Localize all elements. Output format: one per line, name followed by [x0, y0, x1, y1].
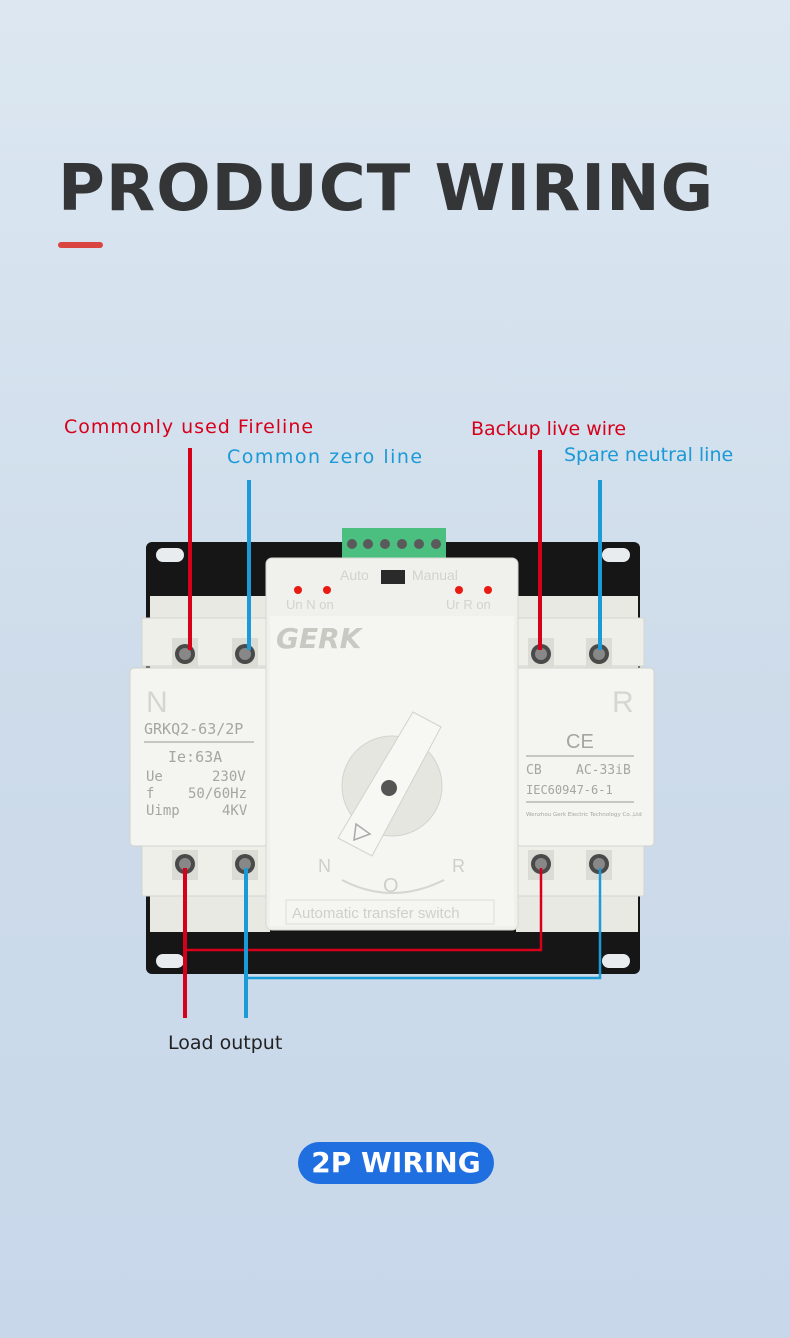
spec-uimp-label: Uimp: [146, 803, 180, 819]
terminal-screw-icon: [232, 638, 258, 668]
led-r-on-icon: [484, 586, 492, 594]
spec-f-value: 50/60Hz: [188, 786, 247, 802]
model-label: GRKQ2-63/2P: [144, 720, 243, 738]
indicator-left-label: Un N on: [286, 597, 334, 612]
title-underline: [58, 242, 103, 248]
label-load-output: Load output: [168, 1032, 283, 1054]
led-un-icon: [294, 586, 302, 594]
cb-label: CB: [526, 763, 542, 778]
spec-uimp-value: 4KV: [222, 803, 248, 819]
spec-ue-value: 230V: [212, 769, 246, 785]
label-spare-neutral: Spare neutral line: [564, 444, 734, 466]
brand-logo: GERK: [276, 622, 364, 655]
load-neutral-bridge: [245, 868, 602, 980]
spec-ue-label: Ue: [146, 769, 163, 785]
wires: [183, 448, 602, 1018]
terminal-screws: [172, 638, 612, 880]
dial-o-label: O: [383, 875, 399, 897]
label-common-zero: Common zero line: [227, 446, 424, 468]
rotary-handle[interactable]: [337, 711, 443, 857]
load-live-bridge: [186, 868, 543, 952]
ce-mark: CE: [566, 731, 594, 753]
current-label: Ie:63A: [168, 748, 222, 766]
page-title: PRODUCT WIRING: [58, 152, 715, 226]
footer-plate: [285, 899, 495, 925]
indicator-right-label: Ur R on: [446, 597, 491, 612]
wiring-type-badge: 2P WIRING: [298, 1142, 494, 1184]
label-backup-live: Backup live wire: [471, 418, 627, 440]
led-n-on-icon: [323, 586, 331, 594]
standard-label: IEC60947-6-1: [526, 783, 613, 797]
maker-label: Wenzhou Gerk Electric Technology Co.,Ltd: [526, 812, 642, 818]
dial-arc-icon: [341, 879, 445, 894]
right-letter: R: [612, 686, 634, 719]
dial-n-label: N: [318, 856, 331, 876]
left-letter: N: [146, 686, 168, 719]
category-label: AC-33iB: [576, 763, 631, 778]
label-common-fireline: Commonly used Fireline: [64, 416, 315, 438]
terminal-screw-icon: [586, 850, 612, 880]
dial-r-label: R: [452, 856, 465, 876]
terminal-screw-icon: [172, 638, 198, 668]
mode-auto-label: Auto: [340, 567, 369, 583]
spec-f-label: f: [146, 786, 154, 802]
led-ur-icon: [455, 586, 463, 594]
mode-manual-label: Manual: [412, 567, 458, 583]
auto-manual-toggle[interactable]: [381, 570, 405, 584]
terminal-screw-icon: [528, 638, 554, 668]
footer-label: Automatic transfer switch: [292, 905, 460, 922]
control-terminal-block: [342, 528, 446, 558]
